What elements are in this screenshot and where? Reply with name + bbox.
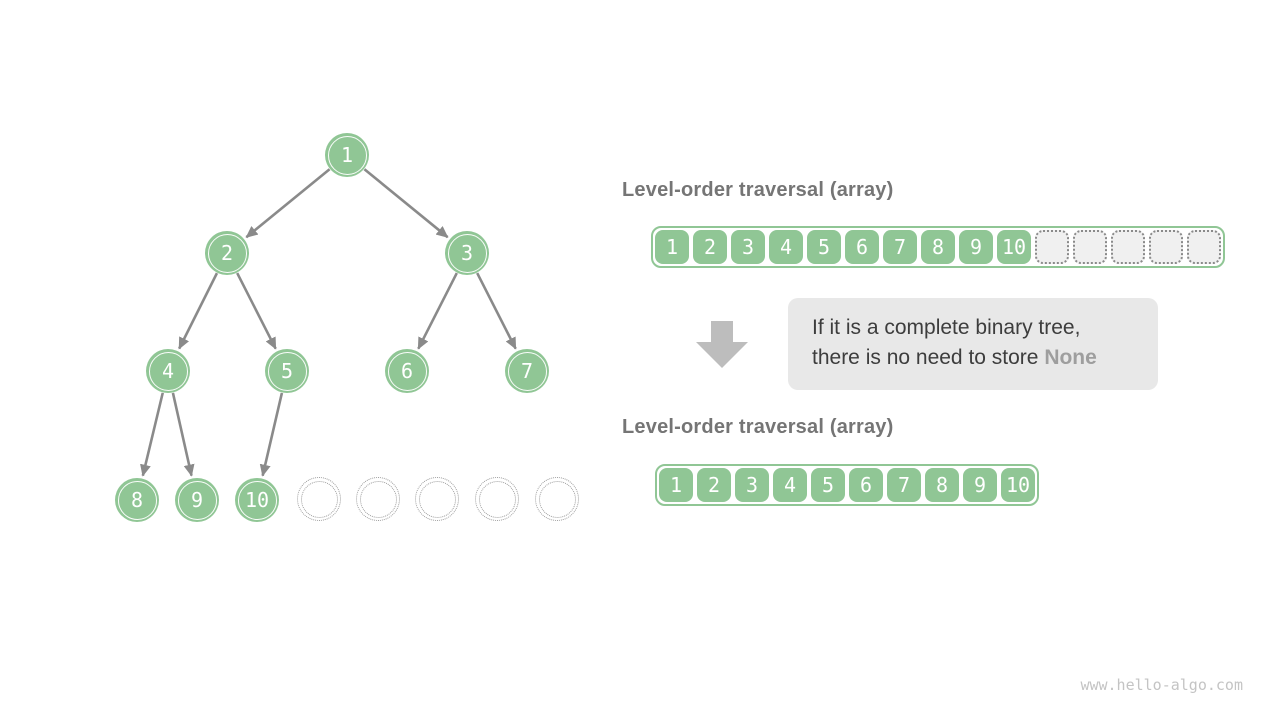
array-cell-empty [1035, 230, 1069, 264]
array-cell-empty [1187, 230, 1221, 264]
tree-node-2: 2 [205, 231, 249, 275]
empty-tree-node [475, 477, 519, 521]
array-cell-empty [1111, 230, 1145, 264]
tree-edge-3-6 [417, 272, 458, 350]
note-box: If it is a complete binary tree, there i… [788, 298, 1158, 390]
watermark: www.hello-algo.com [1080, 676, 1243, 694]
empty-tree-node [297, 477, 341, 521]
array-cell-9: 9 [963, 468, 997, 502]
array-cell-4: 4 [773, 468, 807, 502]
array-cell-7: 7 [887, 468, 921, 502]
array-cell-empty [1073, 230, 1107, 264]
array-cell-7: 7 [883, 230, 917, 264]
tree-node-label: 10 [244, 488, 270, 512]
tree-node-label: 4 [161, 359, 175, 383]
tree-node-label: 6 [400, 359, 414, 383]
array-cell-6: 6 [845, 230, 879, 264]
array-cell-1: 1 [659, 468, 693, 502]
tree-node-label: 2 [220, 241, 234, 265]
array-cell-8: 8 [925, 468, 959, 502]
empty-tree-node [415, 477, 459, 521]
down-arrow-icon [696, 321, 748, 368]
array-cell-empty [1149, 230, 1183, 264]
empty-tree-node [535, 477, 579, 521]
array-cell-3: 3 [735, 468, 769, 502]
tree-node-label: 8 [130, 488, 144, 512]
array-cell-6: 6 [849, 468, 883, 502]
array-cell-4: 4 [769, 230, 803, 264]
tree-edge-2-4 [178, 272, 219, 350]
tree-edge-1-3 [363, 168, 449, 239]
note-line1: If it is a complete binary tree, [812, 316, 1081, 339]
tree-node-label: 5 [280, 359, 294, 383]
tree-edge-3-7 [476, 272, 517, 350]
array-cell-8: 8 [921, 230, 955, 264]
tree-edge-1-2 [245, 168, 331, 239]
array-cell-5: 5 [807, 230, 841, 264]
tree-node-9: 9 [175, 478, 219, 522]
tree-node-label: 7 [520, 359, 534, 383]
tree-node-1: 1 [325, 133, 369, 177]
tree-node-4: 4 [146, 349, 190, 393]
bottom-array-label: Level-order traversal (array) [622, 416, 894, 438]
array-cell-3: 3 [731, 230, 765, 264]
array-cell-1: 1 [655, 230, 689, 264]
array-cell-10: 10 [997, 230, 1031, 264]
tree-node-10: 10 [235, 478, 279, 522]
tree-edge-4-9 [171, 392, 195, 477]
tree-node-7: 7 [505, 349, 549, 393]
empty-tree-node [356, 477, 400, 521]
tree-node-label: 9 [190, 488, 204, 512]
tree-node-label: 1 [340, 143, 354, 167]
array-cell-2: 2 [697, 468, 731, 502]
tree-edge-5-10 [259, 392, 284, 477]
tree-node-label: 3 [460, 241, 474, 265]
array-cell-10: 10 [1001, 468, 1035, 502]
tree-edge-4-8 [140, 392, 165, 477]
array-cell-2: 2 [693, 230, 727, 264]
tree-node-8: 8 [115, 478, 159, 522]
top-array-label: Level-order traversal (array) [622, 179, 894, 201]
tree-node-3: 3 [445, 231, 489, 275]
array-cell-9: 9 [959, 230, 993, 264]
tree-node-6: 6 [385, 349, 429, 393]
tree-node-5: 5 [265, 349, 309, 393]
note-none-keyword: None [1044, 346, 1097, 369]
tree-edge-2-5 [236, 272, 277, 350]
array-cell-5: 5 [811, 468, 845, 502]
note-line2: there is no need to store [812, 346, 1045, 369]
